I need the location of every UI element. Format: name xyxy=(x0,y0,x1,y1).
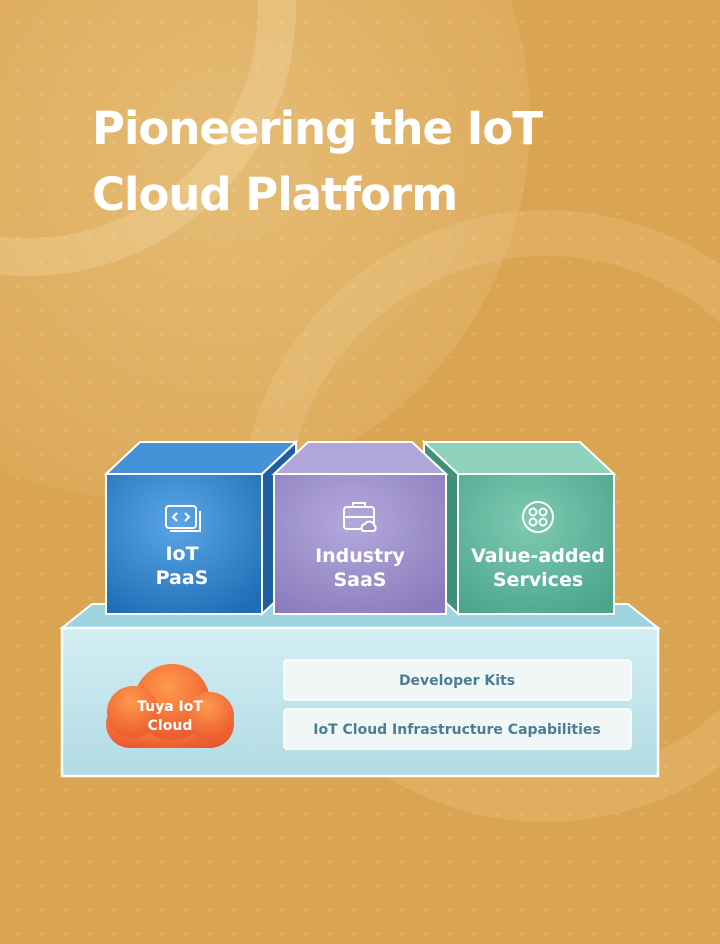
tuya-cloud: Tuya IoT Cloud xyxy=(106,664,234,748)
block-iot-paas: IoT PaaS xyxy=(103,439,299,617)
cloud-label-line-1: Tuya IoT xyxy=(137,699,203,715)
code-window-icon xyxy=(165,505,201,532)
title-line-1: Pioneering the IoT xyxy=(92,102,543,155)
block-front-face xyxy=(457,473,615,615)
bar-infrastructure: IoT Cloud Infrastructure Capabilities xyxy=(283,708,632,750)
bar-label: Developer Kits xyxy=(399,673,515,689)
bar-label: IoT Cloud Infrastructure Capabilities xyxy=(313,722,600,738)
block-front-face xyxy=(105,473,263,615)
block-label-line-2: SaaS xyxy=(333,569,386,591)
block-label-line-1: Value-added xyxy=(471,545,605,567)
block-label-line-1: IoT xyxy=(165,543,198,565)
block-label-line-1: Industry xyxy=(315,545,405,567)
block-label-line-2: PaaS xyxy=(156,567,209,589)
page-title: Pioneering the IoT Cloud Platform xyxy=(92,96,652,228)
briefcase-cloud-icon xyxy=(343,502,377,532)
block-top-face xyxy=(271,441,449,475)
block-industry-saas: Industry SaaS xyxy=(271,441,449,615)
cloud-icon xyxy=(106,664,234,748)
four-circles-icon xyxy=(522,501,554,533)
title-line-2: Cloud Platform xyxy=(92,168,458,221)
cloud-label-line-2: Cloud xyxy=(148,718,193,734)
block-front-face xyxy=(273,473,447,615)
block-value-added-services: Value-added Services xyxy=(421,439,617,617)
bar-developer-kits: Developer Kits xyxy=(283,659,632,701)
block-label-line-2: Services xyxy=(493,569,583,591)
